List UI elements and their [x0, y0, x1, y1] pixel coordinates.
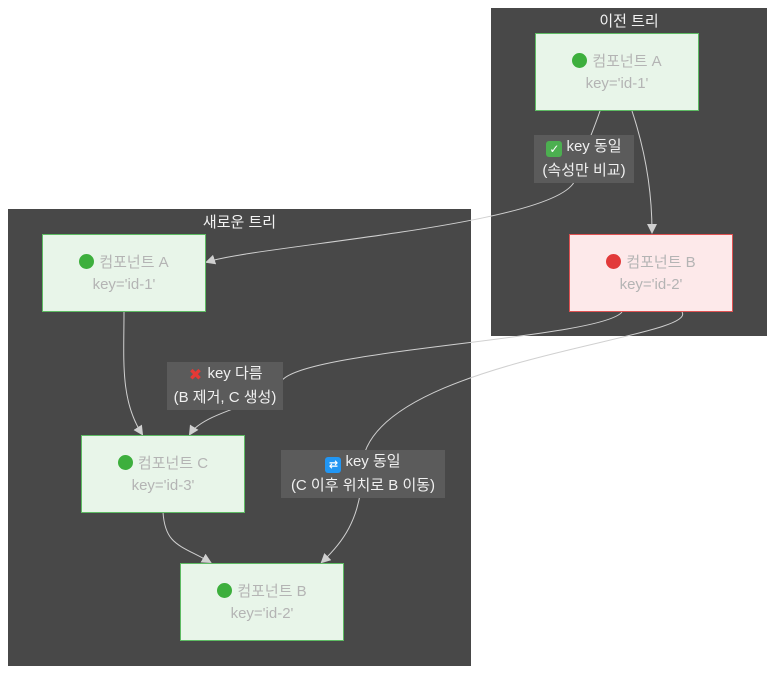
- edge-label-same-key-b: ⇄key 동일 (C 이후 위치로 B 이동): [281, 450, 445, 498]
- red-circle-icon: [606, 254, 622, 269]
- edge-old-a-to-old-b: [631, 110, 657, 234]
- node-key: key='id-1': [585, 75, 649, 92]
- node-label: 컴포넌트 C: [137, 455, 209, 472]
- node-key: key='id-2': [619, 276, 683, 293]
- green-circle-icon: [79, 254, 95, 269]
- edge-new-c-to-new-b: [162, 511, 212, 563]
- edge-old-b-to-new-b: [320, 311, 683, 564]
- node-key: key='id-3': [131, 477, 195, 494]
- node-new-component-a: 컴포넌트 A key='id-1': [42, 234, 206, 312]
- old-tree-title: 이전 트리: [599, 13, 659, 30]
- node-key: key='id-1': [92, 276, 156, 293]
- edge-new-a-to-new-c: [123, 311, 144, 436]
- node-label: 컴포넌트 A: [99, 254, 169, 271]
- node-new-component-c: 컴포넌트 C key='id-3': [81, 435, 245, 513]
- edge-label-same-key-a: ✓key 동일 (속성만 비교): [534, 135, 634, 183]
- new-tree-title: 새로운 트리: [202, 214, 277, 231]
- node-label: 컴포넌트 B: [237, 583, 307, 600]
- node-old-component-b: 컴포넌트 B key='id-2': [569, 234, 733, 312]
- green-circle-icon: [572, 53, 588, 68]
- edge-label-diff-key: ✖key 다름 (B 제거, C 생성): [167, 362, 283, 410]
- node-new-component-b: 컴포넌트 B key='id-2': [180, 563, 344, 641]
- node-label: 컴포넌트 B: [626, 254, 696, 271]
- node-label: 컴포넌트 A: [592, 53, 662, 70]
- check-icon: ✓: [546, 141, 563, 157]
- swap-icon: ⇄: [325, 457, 342, 473]
- green-circle-icon: [117, 455, 133, 470]
- edge-old-a-to-new-a: [205, 110, 601, 265]
- node-old-component-a: 컴포넌트 A key='id-1': [535, 33, 699, 111]
- cross-icon: ✖: [188, 367, 203, 384]
- node-key: key='id-2': [230, 605, 294, 622]
- green-circle-icon: [217, 583, 233, 598]
